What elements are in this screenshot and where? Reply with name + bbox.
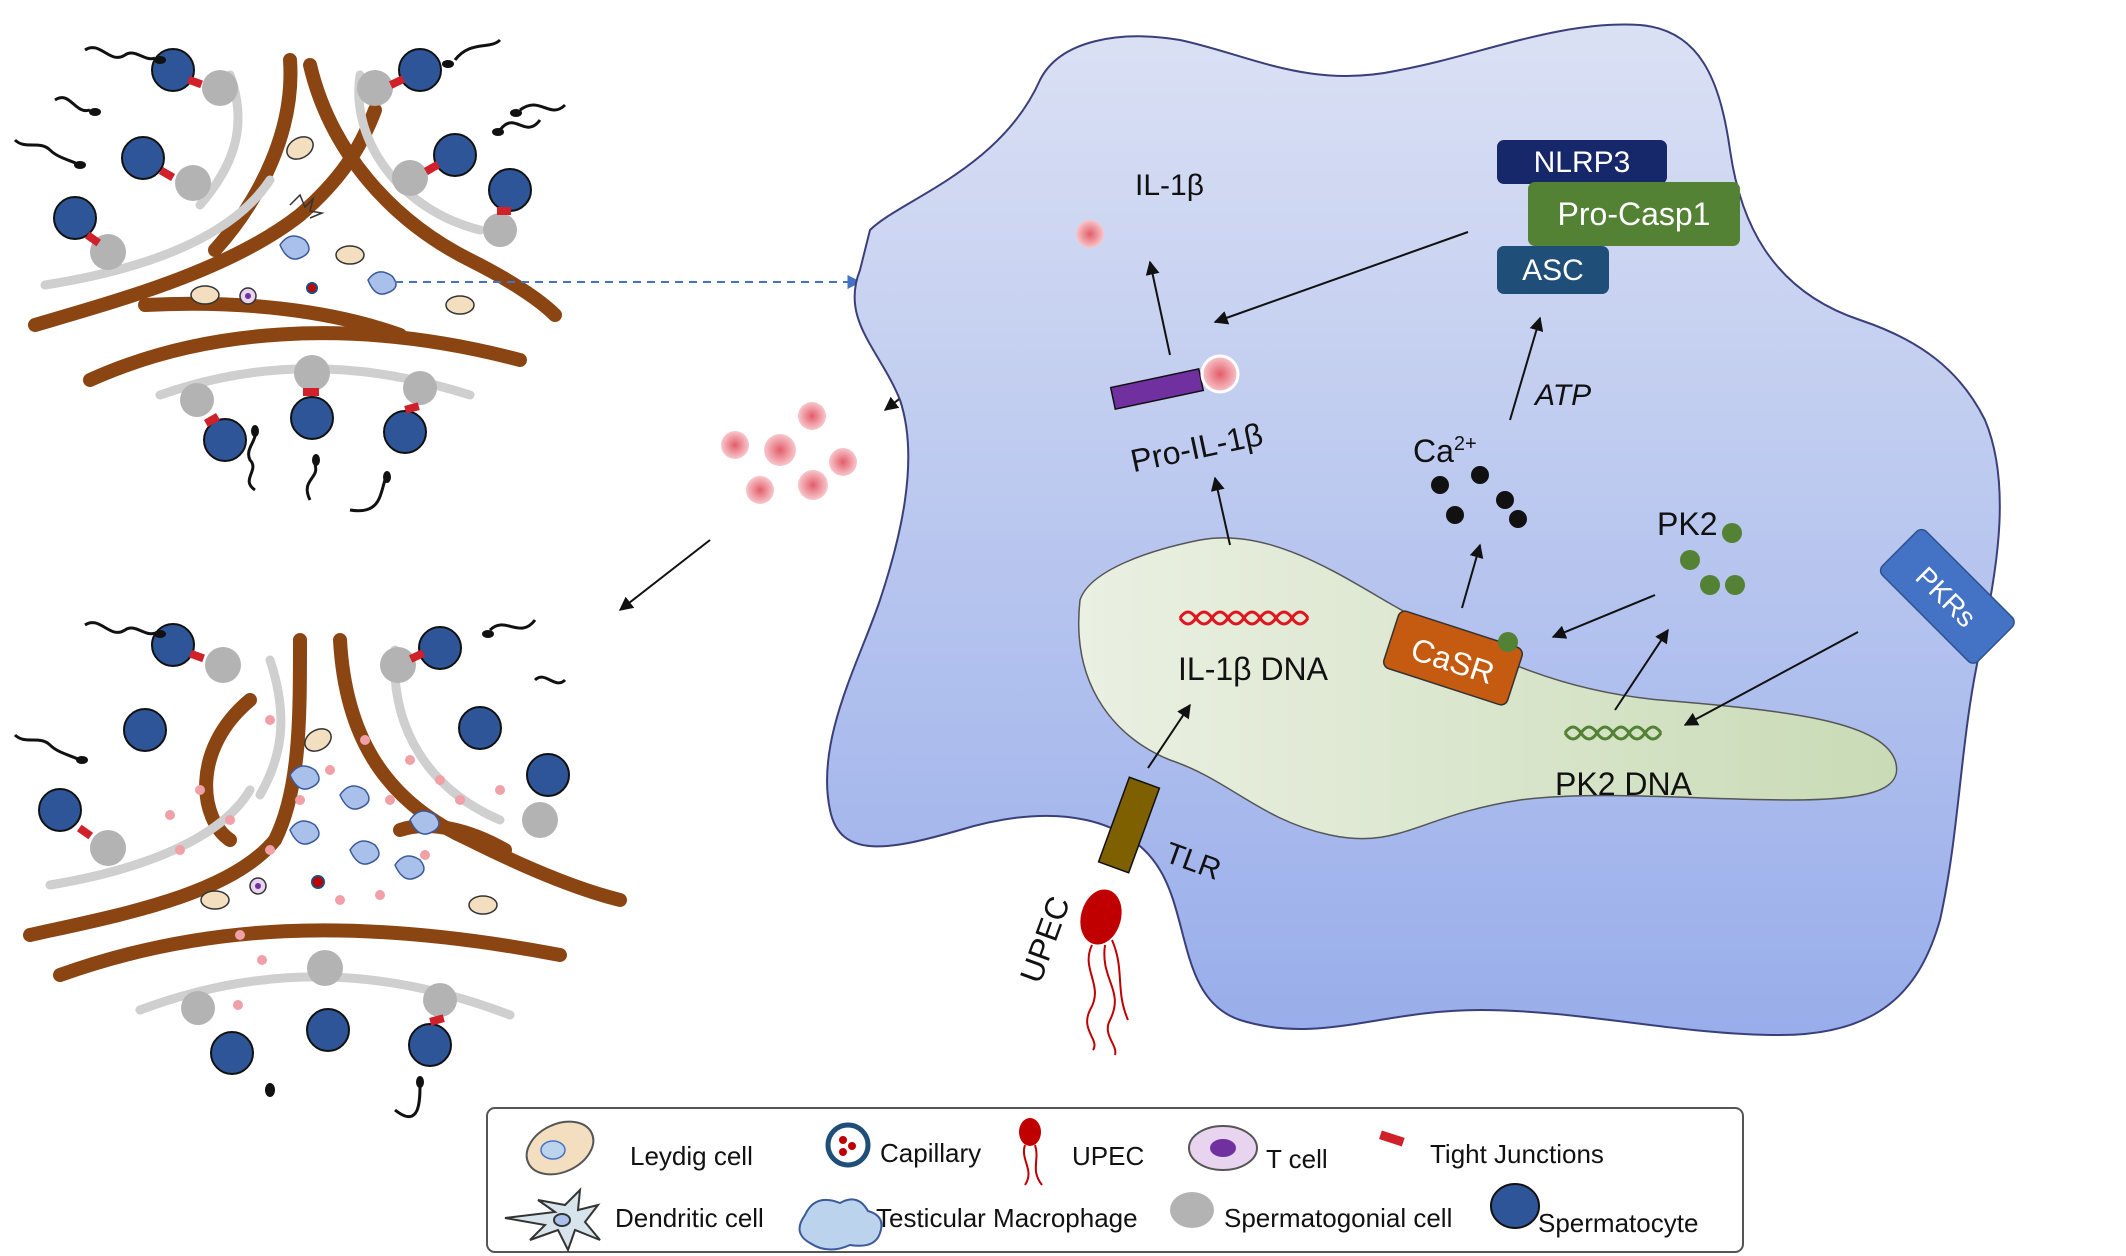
released-il1b-dots xyxy=(165,715,505,1010)
legend-tight: Tight Junctions xyxy=(1430,1139,1604,1169)
pk2-dna-label: PK2 DNA xyxy=(1555,766,1693,802)
nlrp3-box xyxy=(1497,140,1667,184)
legend: Leydig cell Capillary UPEC T cell Tight … xyxy=(486,1107,1744,1253)
capillary-icon xyxy=(825,1122,871,1168)
sperm-tails xyxy=(13,38,567,513)
tlr-receptor xyxy=(1097,776,1161,874)
nlrp3-label: NLRP3 xyxy=(1534,146,1631,179)
normal-testis-tissue xyxy=(13,38,567,513)
dendritic-cell-icon xyxy=(504,1187,601,1253)
germ-cells xyxy=(53,48,532,462)
arrow-pkrs-to-pk2dna xyxy=(1683,631,1859,726)
pk2-dots xyxy=(1680,523,1745,595)
il1b-dot xyxy=(1076,220,1104,248)
arrow-tlr-to-dna xyxy=(1147,703,1191,769)
pkrs-receptor xyxy=(1879,528,2015,664)
legend-spermatocyte: Spermatocyte xyxy=(1538,1208,1698,1238)
asc-label: ASC xyxy=(1522,254,1584,287)
arrow-inflammasome-to-pro-il1b xyxy=(1213,231,1469,325)
arrow-pro-il1b-to-il1b xyxy=(1145,260,1171,356)
arrow-dna-to-pro-il1b xyxy=(1210,476,1231,546)
casr-bound-pk2 xyxy=(1498,632,1518,652)
sperm-tails-2 xyxy=(13,619,567,1119)
il1b-dna-label: IL-1β DNA xyxy=(1178,651,1329,687)
legend-capillary: Capillary xyxy=(880,1138,981,1168)
macrophage-cell: IL-1β NLRP3 Pro-Casp1 ASC Pro-IL-1β IL-1… xyxy=(826,23,2015,1056)
spermatocyte-icon xyxy=(1490,1183,1540,1229)
sperm-heads-2 xyxy=(76,630,494,1097)
legend-macrophage: Testicular Macrophage xyxy=(876,1203,1138,1233)
pro-il1b-bar xyxy=(1109,367,1205,411)
arrow-pk2dna-to-pk2 xyxy=(1614,628,1669,711)
asc-box xyxy=(1497,246,1609,294)
extracellular-il1b-cluster xyxy=(721,402,857,504)
legend-tcell: T cell xyxy=(1266,1144,1328,1174)
seminiferous-tubule-walls xyxy=(28,53,562,387)
pro-casp1-box xyxy=(1528,182,1740,246)
seminiferous-tubule-walls-2 xyxy=(23,633,627,982)
testicular-macrophage-icon xyxy=(798,1198,883,1251)
germ-cells-2 xyxy=(38,623,570,1075)
sperm-heads xyxy=(74,56,522,483)
legend-spermatogonial: Spermatogonial cell xyxy=(1224,1203,1452,1233)
macrophage-membrane xyxy=(826,23,2001,1037)
interstitial-cells xyxy=(190,136,475,315)
upec-label: UPEC xyxy=(1013,892,1077,988)
legend-dendritic: Dendritic cell xyxy=(615,1203,764,1233)
arrow-ca-to-asc xyxy=(1509,316,1544,421)
pro-casp1-label: Pro-Casp1 xyxy=(1558,196,1711,232)
upec-flagella xyxy=(1086,939,1129,1056)
upec-icon xyxy=(1019,1118,1041,1146)
arrow-casr-to-ca xyxy=(1461,543,1484,609)
arrow-to-inflamed xyxy=(618,539,711,611)
pro-il1b-dot xyxy=(1200,354,1240,394)
arrow-pk2-to-casr xyxy=(1551,594,1656,639)
ca-label: Ca2+ xyxy=(1413,433,1477,469)
inflamed-testis-tissue xyxy=(13,619,627,1119)
tight-junction-icon xyxy=(1379,1130,1405,1147)
pk2-label: PK2 xyxy=(1657,506,1717,542)
interstitial-cells-2 xyxy=(200,728,498,915)
casr-receptor xyxy=(1382,610,1524,706)
legend-box xyxy=(486,1107,1744,1253)
spermatogonial-cell-icon xyxy=(1170,1192,1214,1228)
upec-bacterium xyxy=(1080,889,1122,945)
il1b-label: IL-1β xyxy=(1135,169,1204,202)
calcium-ions xyxy=(1431,466,1527,528)
legend-upec: UPEC xyxy=(1072,1141,1144,1171)
legend-leydig: Leydig cell xyxy=(630,1141,753,1171)
atp-label: ATP xyxy=(1533,379,1591,412)
